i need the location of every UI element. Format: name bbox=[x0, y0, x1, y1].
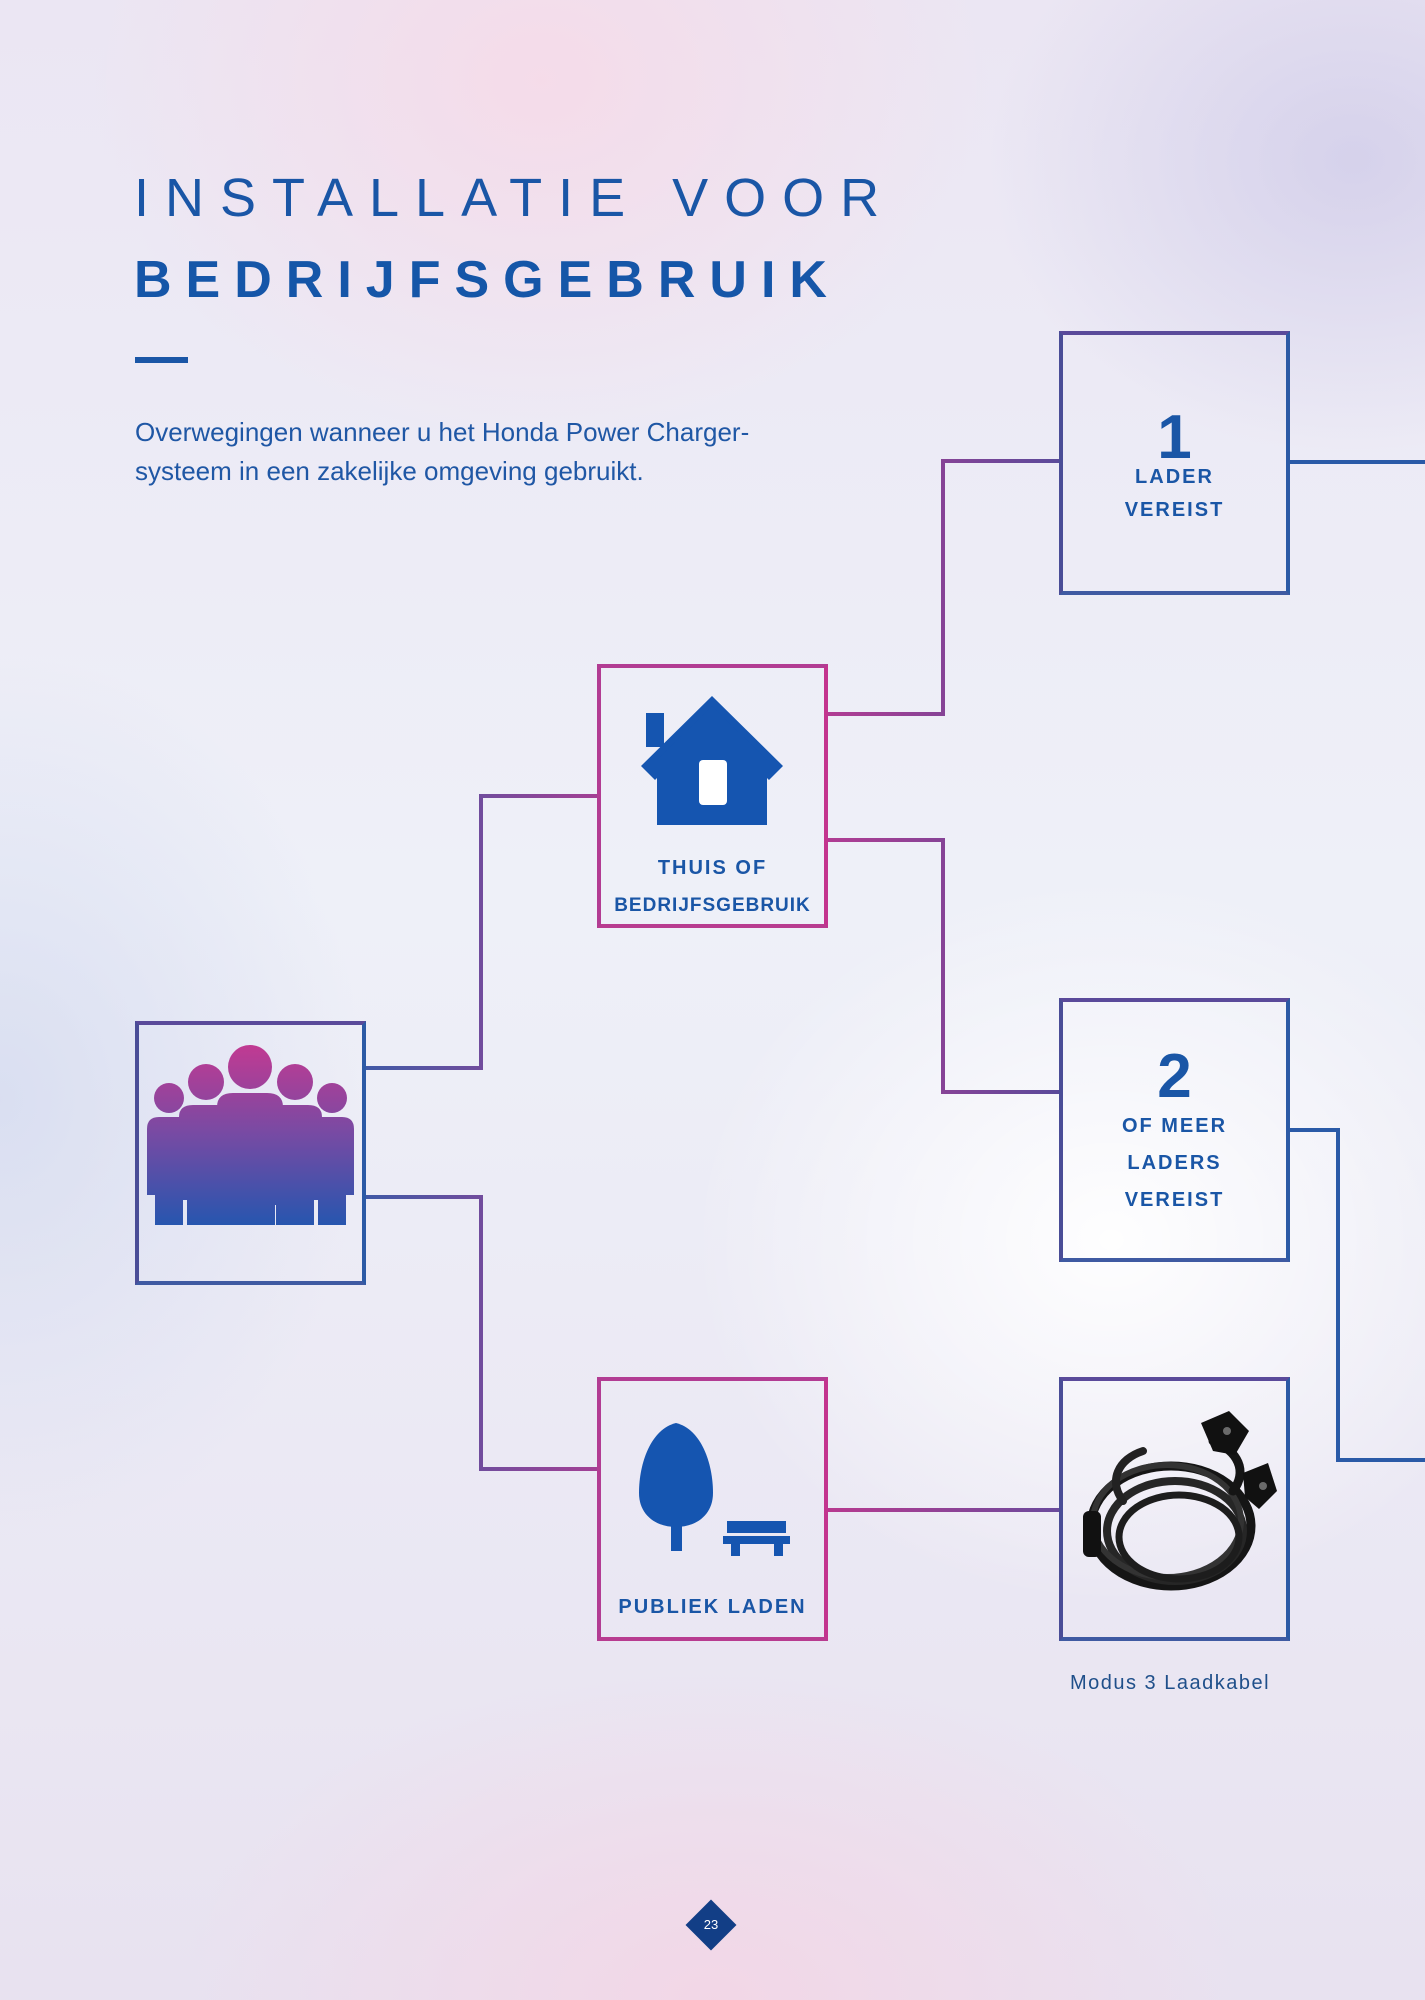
node-cable bbox=[1059, 1377, 1290, 1641]
node-users bbox=[135, 1021, 366, 1285]
two-label-line-3: VEREIST bbox=[1124, 1189, 1225, 1211]
one-label-line-2: VEREIST bbox=[1124, 499, 1225, 521]
node-home-business: THUIS OF BEDRIJFSGEBRUIK bbox=[597, 664, 828, 928]
people-group-icon bbox=[147, 1045, 354, 1225]
charging-cable-icon bbox=[1083, 1411, 1277, 1591]
house-icon bbox=[641, 696, 783, 825]
node-two-chargers: 2 OF MEER LADERS VEREIST bbox=[1059, 998, 1290, 1262]
line-users-to-home bbox=[364, 794, 599, 1070]
line-two-offpage bbox=[1287, 1128, 1425, 1462]
intro-line-1: Overwegingen wanneer u het Honda Power C… bbox=[135, 417, 750, 447]
title-divider bbox=[135, 357, 188, 363]
line-home-to-one bbox=[826, 459, 1061, 716]
node-one-charger: 1 LADER VEREIST bbox=[1059, 331, 1290, 595]
cable-caption: Modus 3 Laadkabel bbox=[1069, 1672, 1271, 1694]
page-number: 23 bbox=[703, 1917, 719, 1932]
two-label-line-1: OF MEER bbox=[1121, 1115, 1228, 1137]
home-label-line-1: THUIS OF bbox=[657, 857, 768, 879]
title-line-2: BEDRIJFSGEBRUIK bbox=[134, 251, 841, 309]
two-number: 2 bbox=[1157, 1042, 1192, 1111]
one-label-line-1: LADER bbox=[1135, 466, 1214, 488]
intro-line-2: systeem in een zakelijke omgeving gebrui… bbox=[135, 456, 644, 486]
one-number: 1 bbox=[1157, 403, 1192, 472]
home-label-line-2: BEDRIJFSGEBRUIK bbox=[614, 895, 811, 916]
line-users-to-public bbox=[364, 1195, 599, 1471]
public-label: PUBLIEK LADEN bbox=[618, 1596, 807, 1618]
intro-text: Overwegingen wanneer u het Honda Power C… bbox=[135, 413, 895, 491]
line-home-to-two bbox=[826, 838, 1061, 1094]
tree-bench-icon bbox=[639, 1423, 790, 1556]
node-public: PUBLIEK LADEN bbox=[597, 1377, 828, 1641]
title-line-1: INSTALLATIE VOOR bbox=[134, 168, 896, 228]
two-label-line-2: LADERS bbox=[1127, 1152, 1222, 1174]
